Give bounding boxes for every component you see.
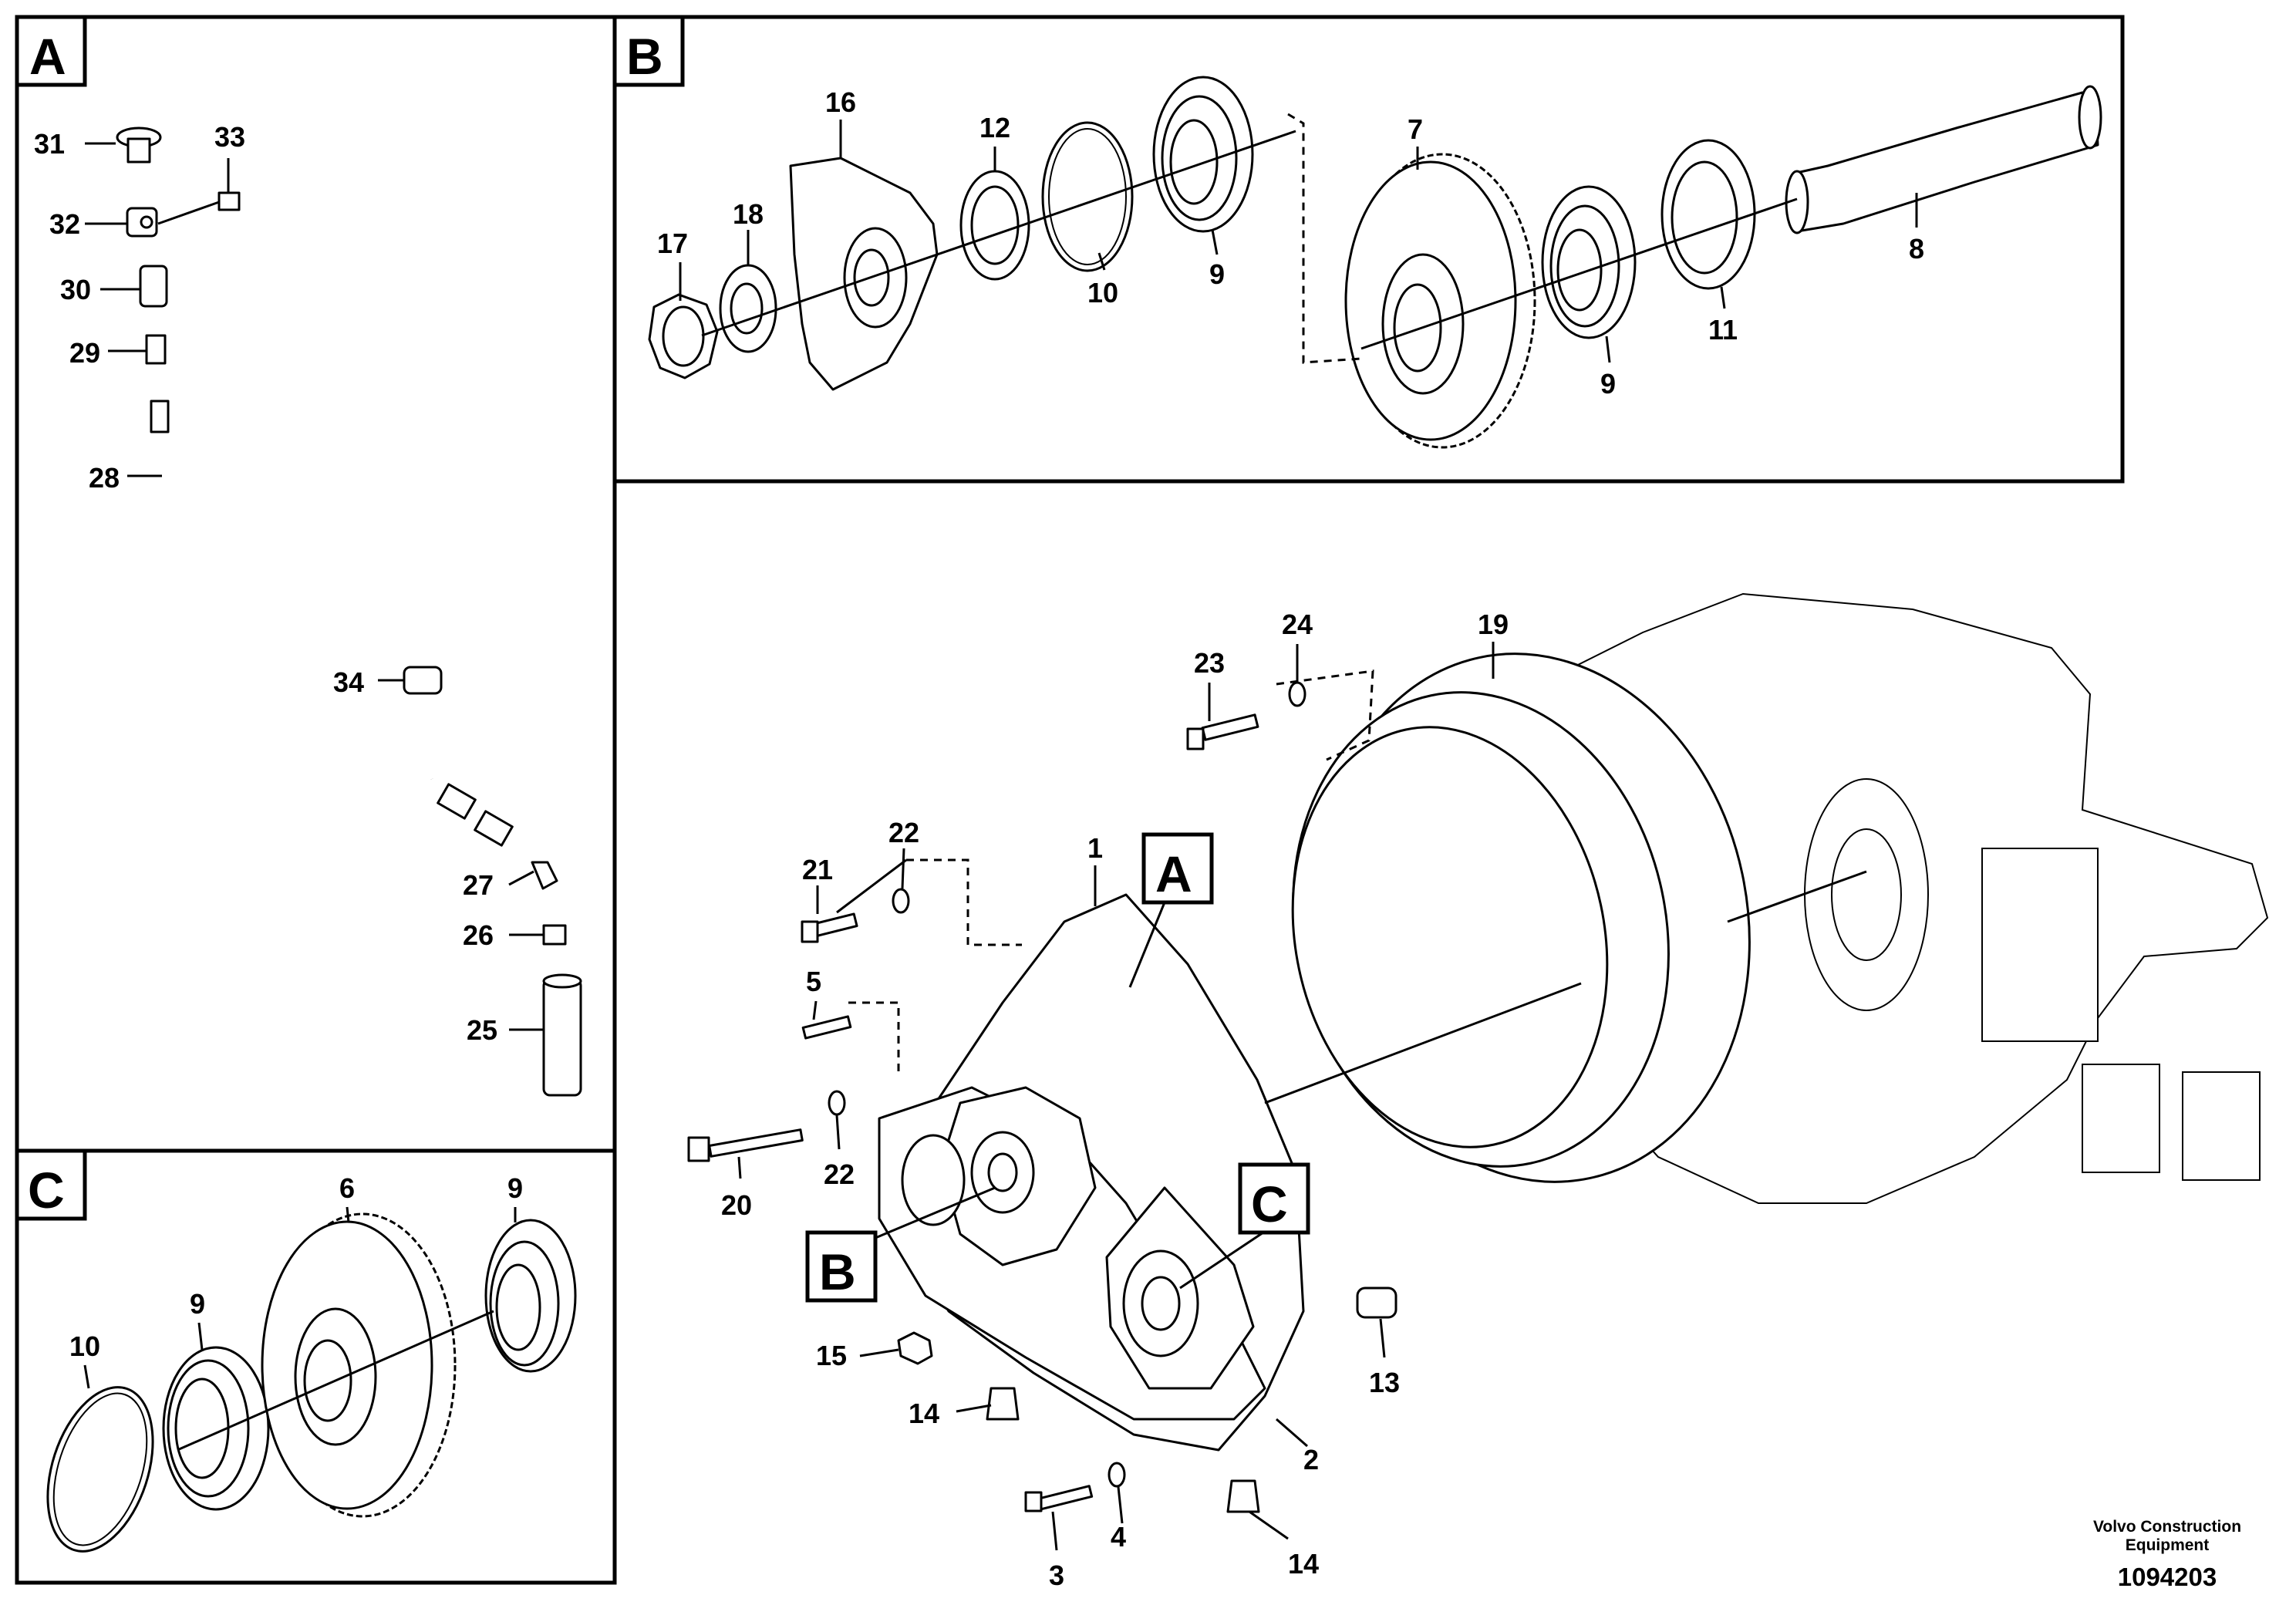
label-32: 32 <box>49 208 80 240</box>
label-9-c-right: 9 <box>507 1172 523 1204</box>
label-10-c: 10 <box>69 1330 100 1362</box>
label-30: 30 <box>60 274 91 305</box>
panel-b-label: B <box>626 28 663 85</box>
main-assembly: A B C 21 22 1 5 20 22 23 24 19 13 15 14 … <box>687 592 2269 1591</box>
label-22-bottom: 22 <box>824 1158 855 1190</box>
panel-a-label: A <box>29 28 66 85</box>
label-27: 27 <box>463 869 494 901</box>
callout-a: A <box>1155 845 1192 902</box>
label-12: 12 <box>979 112 1010 143</box>
label-26: 26 <box>463 919 494 951</box>
label-15: 15 <box>816 1340 847 1371</box>
label-24: 24 <box>1282 609 1313 640</box>
label-21: 21 <box>802 854 833 885</box>
brand-line-1: Volvo Construction <box>2093 1518 2241 1536</box>
panel-c-label: C <box>28 1162 65 1219</box>
label-2: 2 <box>1303 1444 1319 1475</box>
label-20: 20 <box>721 1189 752 1221</box>
label-31: 31 <box>34 128 65 160</box>
callout-b: B <box>819 1243 856 1300</box>
label-29: 29 <box>69 337 100 369</box>
label-19: 19 <box>1478 609 1509 640</box>
label-9-b-left: 9 <box>1209 258 1225 290</box>
panel-b: B <box>612 15 2125 484</box>
drawing-number: 1094203 <box>2118 1563 2217 1591</box>
label-10-b: 10 <box>1087 277 1118 309</box>
callout-c: C <box>1251 1175 1288 1233</box>
label-8: 8 <box>1909 233 1924 265</box>
label-3: 3 <box>1049 1560 1064 1591</box>
label-7: 7 <box>1408 113 1423 145</box>
label-28: 28 <box>89 462 120 494</box>
label-18: 18 <box>733 198 764 230</box>
label-4: 4 <box>1111 1521 1126 1553</box>
panel-a: A <box>15 15 617 1153</box>
brand-line-2: Equipment <box>2126 1536 2210 1554</box>
label-5: 5 <box>806 966 821 997</box>
label-22-top: 22 <box>888 817 919 848</box>
label-6: 6 <box>339 1172 355 1204</box>
label-9-b-right: 9 <box>1600 368 1616 400</box>
title-block: Volvo Construction Equipment 1094203 <box>2093 1518 2241 1591</box>
label-23: 23 <box>1194 647 1225 679</box>
panel-c: C 10 9 6 9 <box>15 1148 617 1585</box>
label-14-left: 14 <box>909 1398 939 1429</box>
label-9-c-left: 9 <box>190 1288 205 1320</box>
label-13: 13 <box>1369 1367 1400 1398</box>
label-25: 25 <box>467 1014 497 1046</box>
label-17: 17 <box>657 228 688 259</box>
label-11: 11 <box>1708 314 1738 346</box>
label-1: 1 <box>1087 832 1103 864</box>
label-16: 16 <box>825 86 856 118</box>
label-14-right: 14 <box>1288 1548 1319 1580</box>
label-34: 34 <box>333 666 364 698</box>
label-33: 33 <box>214 121 245 153</box>
